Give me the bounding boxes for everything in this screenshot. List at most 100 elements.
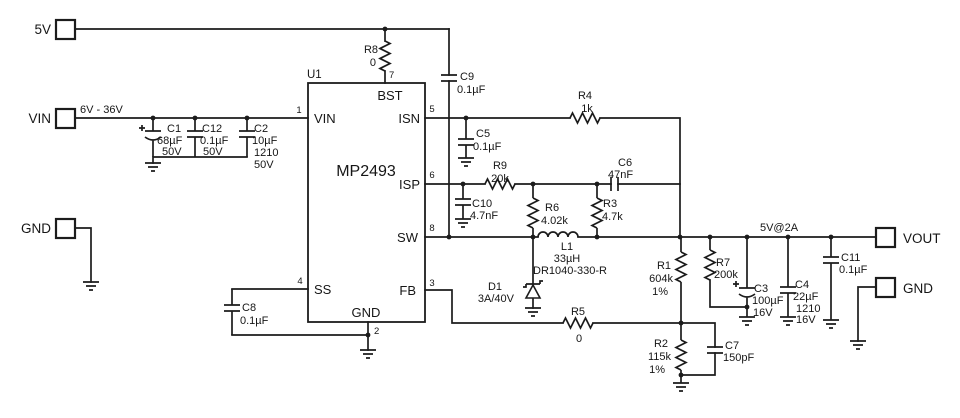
pin-name-isn: ISN	[398, 111, 420, 126]
component-R9: R9 20k	[484, 160, 516, 191]
label-R1-ref: R1	[657, 260, 671, 272]
capacitor-symbol	[823, 237, 839, 320]
component-C2: C2 10µF 1210 50V	[239, 118, 278, 171]
label-C6-ref: C6	[618, 157, 632, 169]
junction-dots	[150, 26, 834, 378]
component-C12: C12 0.1µF 50V	[187, 118, 229, 158]
capacitor-polarized-symbol	[738, 237, 756, 317]
pin-name-bst: BST	[377, 88, 402, 103]
terminal-vin: VIN 6V - 36V	[28, 104, 123, 130]
wire-gnd-out	[857, 286, 877, 342]
wire-input-cap-gnd-rail	[152, 156, 248, 164]
label-R6-ref: R6	[545, 202, 559, 214]
label-R4-value: 1k	[581, 103, 593, 115]
component-C4: C4 22µF 1210 16V	[780, 237, 820, 326]
resistor-symbol	[674, 237, 688, 323]
ground-icon	[849, 340, 867, 350]
ic-u1: U1 MP2493 VIN BST ISN ISP SW FB SS GND 1…	[296, 69, 434, 337]
capacitor-polarized-symbol	[144, 118, 162, 157]
label-R1-tolerance: 1%	[652, 286, 668, 298]
label-C2-ref: C2	[254, 123, 268, 135]
label-C6-value: 47nF	[608, 169, 633, 181]
label-C5-value: 0.1µF	[473, 141, 502, 153]
pin-name-sw: SW	[397, 230, 419, 245]
component-C5: C5 0.1µF	[458, 118, 502, 158]
capacitor-symbol	[441, 74, 457, 82]
ic-part-number: MP2493	[336, 163, 396, 180]
component-R3: R3 4.7k	[590, 184, 623, 237]
label-C4-size: 1210	[796, 303, 820, 315]
terminal-gnd-out: GND	[874, 276, 933, 299]
terminal-box	[874, 276, 897, 299]
label-C5-ref: C5	[476, 128, 490, 140]
pin-num-1: 1	[296, 105, 301, 116]
capacitor-symbol	[239, 118, 255, 157]
component-R8: R8 0	[364, 40, 392, 72]
label-D1-ref: D1	[488, 281, 502, 293]
label-C3-voltage: 16V	[753, 307, 773, 319]
terminal-vout: VOUT 5V@2A	[760, 222, 941, 249]
ground-icon	[454, 218, 472, 228]
label-R2-ref: R2	[654, 338, 668, 350]
resistor-symbol	[378, 40, 392, 72]
label-R5-ref: R5	[571, 306, 585, 318]
label-C4-ref: C4	[795, 279, 809, 291]
label-C4-value: 22µF	[793, 291, 819, 303]
component-R7: R7 200k	[703, 237, 738, 281]
terminal-label-gnd-in: GND	[21, 221, 51, 236]
label-C12-value: 0.1µF	[200, 135, 229, 147]
label-C10-ref: C10	[472, 198, 492, 210]
wire-r7-bottom	[709, 279, 748, 308]
component-C9: C9 0.1µF	[441, 71, 486, 96]
pin-num-6: 6	[429, 170, 434, 181]
label-R5-value: 0	[576, 333, 582, 345]
wire-isn	[424, 117, 681, 238]
component-R5: R5 0	[562, 306, 594, 345]
component-C8: C8 0.1µF	[224, 289, 269, 335]
label-C12-ref: C12	[202, 123, 222, 135]
label-R9-ref: R9	[493, 160, 507, 172]
label-C11-ref: C11	[841, 252, 860, 264]
capacitor-symbol	[780, 237, 796, 317]
label-R7-value: 200k	[714, 269, 738, 281]
label-C3-ref: C3	[754, 283, 768, 295]
ground-icon	[144, 162, 162, 172]
capacitor-symbol	[458, 118, 474, 158]
capacitor-symbol	[187, 118, 203, 157]
ground-icon	[82, 281, 100, 291]
component-R4: R4 1k	[569, 90, 601, 125]
component-C7: C7 150pF	[707, 340, 754, 364]
label-C7-ref: C7	[725, 340, 739, 352]
capacitor-symbol	[707, 346, 723, 354]
terminal-label-vout: VOUT	[903, 231, 941, 246]
resistor-symbol	[484, 177, 516, 191]
wire-gnd-in	[74, 227, 92, 283]
plus-icon	[139, 125, 145, 131]
pin-num-3: 3	[429, 278, 434, 289]
label-R3-value: 4.7k	[602, 211, 623, 223]
label-C2-size: 1210	[254, 147, 278, 159]
pin-num-8: 8	[429, 223, 434, 234]
component-C1: C1 68µF 50V	[139, 118, 183, 158]
ground-icon	[359, 349, 377, 359]
capacitor-symbol	[610, 177, 619, 191]
pin-name-fb: FB	[399, 283, 416, 298]
terminal-label-vin: VIN	[28, 111, 51, 126]
label-C9-ref: C9	[460, 71, 474, 83]
label-C1-ref: C1	[167, 123, 181, 135]
terminal-label-5v: 5V	[34, 22, 51, 37]
label-R4-ref: R4	[578, 90, 592, 102]
inductor-symbol	[537, 231, 579, 238]
pin-num-7: 7	[389, 70, 394, 81]
label-D1-value: 3A/40V	[478, 293, 515, 305]
terminal-box	[874, 226, 897, 249]
wire-fb	[424, 289, 716, 376]
label-R8-ref: R8	[364, 44, 378, 56]
label-L1-part: DR1040-330-R	[533, 265, 607, 277]
component-C6: C6 47nF	[608, 157, 633, 191]
ground-icon	[779, 316, 797, 326]
label-C10-value: 4.7nF	[470, 210, 498, 222]
diode-triangle	[524, 283, 542, 299]
